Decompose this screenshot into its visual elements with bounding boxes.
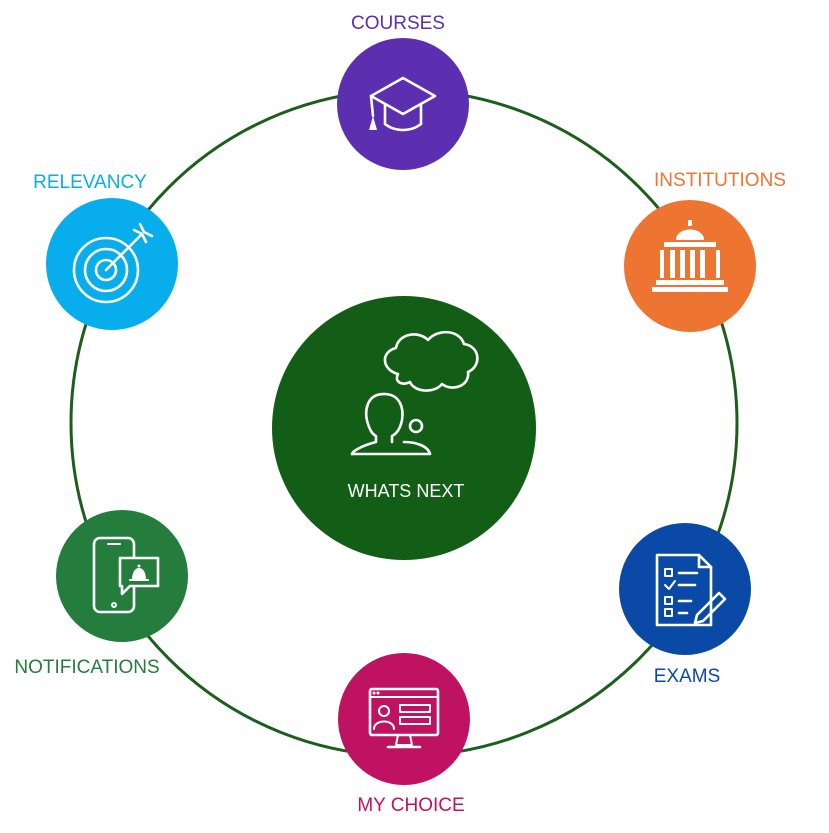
exam-checklist-icon [655, 553, 727, 627]
node-exams[interactable]: EXAMS [619, 523, 751, 687]
center-label: WHATS NEXT [348, 481, 465, 501]
node-courses[interactable]: COURSES [337, 13, 469, 170]
my-choice-label: MY CHOICE [357, 795, 464, 816]
exams-label: EXAMS [654, 666, 721, 687]
node-institutions[interactable]: INSTITUTIONS [624, 170, 786, 332]
my-choice-circle [338, 653, 470, 785]
graduation-cap-icon [369, 76, 437, 132]
notifications-label: NOTIFICATIONS [14, 657, 159, 678]
target-arrow-icon [72, 222, 154, 304]
institutions-label: INSTITUTIONS [654, 170, 786, 191]
node-my-choice[interactable]: MY CHOICE [338, 653, 470, 816]
phone-notification-icon [92, 536, 160, 614]
relevancy-label: RELEVANCY [33, 172, 147, 193]
node-relevancy[interactable]: RELEVANCY [33, 172, 178, 330]
institution-building-icon [652, 220, 728, 292]
center-hub[interactable]: WHATS NEXT [272, 296, 536, 560]
online-profile-monitor-icon [368, 687, 440, 749]
courses-circle [337, 38, 469, 170]
node-notifications[interactable]: NOTIFICATIONS [14, 510, 188, 678]
exams-circle [619, 523, 751, 655]
courses-label: COURSES [351, 13, 445, 34]
person-thinking-icon [350, 330, 479, 456]
center-circle [272, 296, 536, 560]
